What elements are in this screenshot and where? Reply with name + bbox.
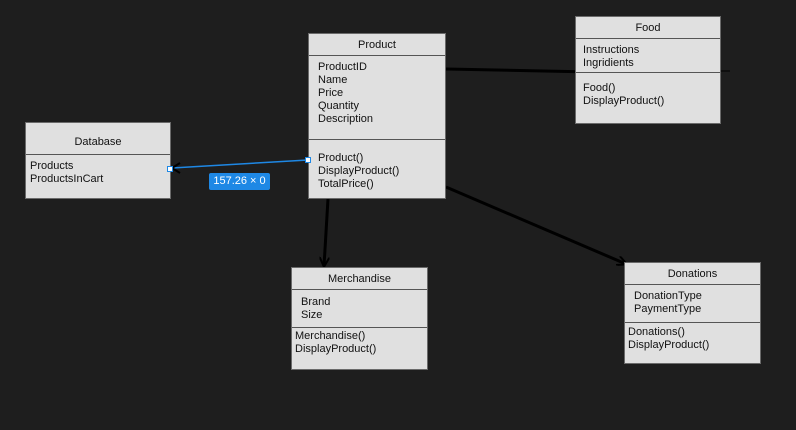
attribute: Quantity [318,100,359,112]
attribute: Name [318,74,348,86]
method: Food() [583,82,616,94]
arrow-product-to-food[interactable] [445,69,592,72]
attribute: ProductsInCart [30,173,104,185]
method: TotalPrice() [318,178,374,190]
method: DisplayProduct() [295,343,377,355]
attribute: Products [30,160,74,172]
class-merchandise-title: Merchandise [292,268,427,290]
class-food-attributes: Instructions Ingridients [576,39,720,73]
connector-handle-end[interactable] [305,157,311,163]
attribute: Size [301,309,323,321]
class-donations-methods: Donations() DisplayProduct() [625,323,760,352]
attribute: ProductID [318,61,367,73]
class-food-title: Food [576,17,720,39]
attribute: Price [318,87,344,99]
connector-handle-start[interactable] [167,166,173,172]
class-merchandise[interactable]: Merchandise Brand Size Merchandise() Dis… [291,267,428,370]
attribute: Brand [301,296,331,308]
method: Product() [318,152,364,164]
method: Merchandise() [295,330,366,342]
connector-product-to-database[interactable] [171,159,309,169]
method: DisplayProduct() [583,95,665,107]
attribute: PaymentType [634,303,702,315]
class-product-title: Product [309,34,445,56]
class-product-methods: Product() DisplayProduct() TotalPrice() [309,140,445,191]
arrow-product-to-merchandise[interactable] [324,198,328,266]
class-merchandise-attributes: Brand Size [292,290,427,328]
class-food[interactable]: Food Instructions Ingridients Food() Dis… [575,16,721,124]
method: Donations() [628,326,685,338]
attribute: Ingridients [583,57,634,69]
class-donations-title: Donations [625,263,760,285]
attribute: Instructions [583,44,640,56]
class-donations-attributes: DonationType PaymentType [625,285,760,323]
attribute: Description [318,113,374,125]
class-donations[interactable]: Donations DonationType PaymentType Donat… [624,262,761,364]
class-database-title: Database [26,123,170,155]
dimension-label: 157.26 × 0 [209,173,270,190]
method: DisplayProduct() [318,165,400,177]
class-database-attributes: Products ProductsInCart [26,155,170,186]
class-product-attributes: ProductID Name Price Quantity Descriptio… [309,56,445,140]
class-merchandise-methods: Merchandise() DisplayProduct() [292,328,427,356]
class-product[interactable]: Product ProductID Name Price Quantity De… [308,33,446,199]
class-food-methods: Food() DisplayProduct() [576,73,720,108]
attribute: DonationType [634,290,702,302]
method: DisplayProduct() [628,339,710,351]
class-database[interactable]: Database Products ProductsInCart [25,122,171,199]
arrow-product-to-donations[interactable] [445,185,626,264]
